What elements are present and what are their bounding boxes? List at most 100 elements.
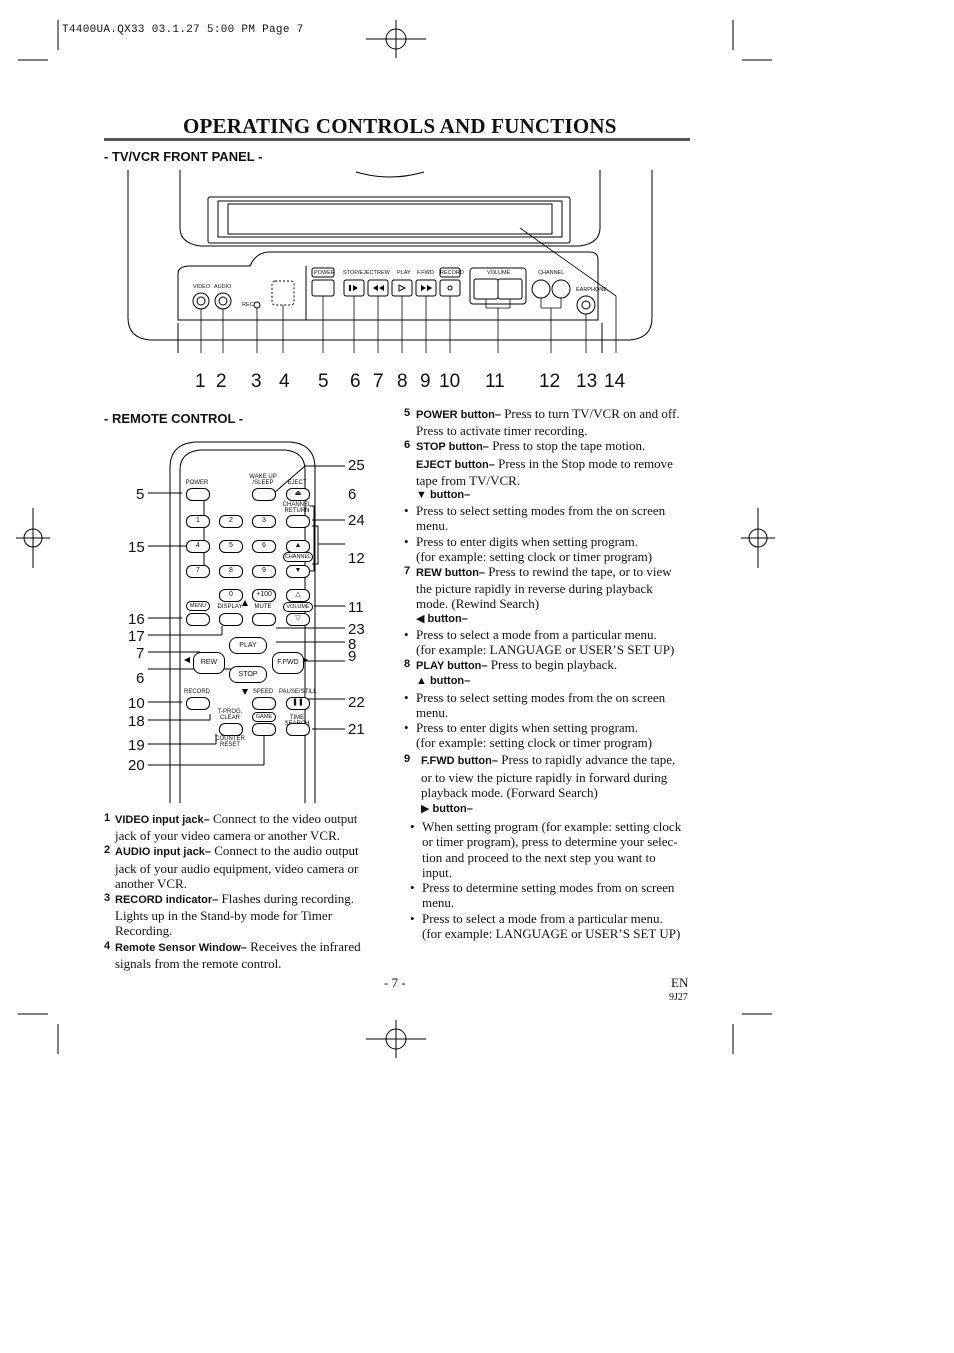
bullet: Press to select setting modes from the o… (404, 690, 694, 720)
item-6-num: 6 (404, 439, 411, 452)
rc-right-12: 12 (348, 550, 365, 567)
doc-code: 9J27 (669, 992, 688, 1003)
fp-callout-9: 9 (420, 371, 431, 392)
remote-return-button[interactable] (286, 515, 310, 528)
item-2-line: another VCR. (115, 875, 187, 891)
fp-callout-10: 10 (439, 371, 461, 392)
bullet: Press to determine setting modes from on… (410, 880, 694, 910)
page-number: - 7 - (384, 975, 406, 990)
item-2-num: 2 (104, 844, 111, 857)
rc-left-16: 16 (128, 611, 145, 628)
item-7-label: REW button– (416, 567, 486, 580)
remote-channel-down-button[interactable]: ▼ (286, 565, 310, 578)
bullet-text: Press to determine setting modes from on… (422, 880, 675, 896)
remote-record-button[interactable] (186, 697, 210, 710)
remote-rew-button[interactable]: REW (193, 652, 225, 674)
rc-left-6: 6 (136, 670, 145, 687)
bullet: Press to enter digits when setting progr… (404, 534, 694, 564)
remote-key-1[interactable]: 1 (186, 515, 210, 528)
eject-label: EJECT button– (416, 458, 495, 471)
remote-key-9[interactable]: 9 (252, 565, 276, 578)
bullet-text: Press to select a mode from a particular… (422, 910, 663, 926)
fp-power-label: POWER (314, 270, 335, 276)
remote-sleep-button[interactable] (252, 488, 276, 501)
channel-text: CHANNEL (282, 502, 312, 508)
remote-display-button[interactable] (219, 613, 243, 626)
item-5-label: POWER button– (416, 409, 501, 421)
bullet-text: (for example: LANGUAGE or USER’S SET UP) (422, 925, 681, 941)
bullet: Press to select a mode from a particular… (410, 911, 694, 941)
remote-timesearch-button[interactable] (286, 723, 310, 736)
remote-game-button[interactable] (252, 723, 276, 736)
remote-stop-button[interactable]: STOP (229, 666, 267, 683)
remote-tprog-button[interactable] (219, 723, 243, 736)
bullet-text: menu. (416, 704, 449, 720)
remote-power-button[interactable] (186, 488, 210, 501)
language-code: EN (671, 975, 689, 990)
item-9-line: or to view the picture rapidly in forwar… (421, 769, 668, 785)
bullet-text: (for example: setting clock or timer pro… (416, 548, 653, 564)
item-4-line: signals from the remote control. (115, 955, 282, 971)
item-3-label: RECORD indicator– (115, 894, 219, 907)
item-9-bullets: When setting program (for example: setti… (404, 819, 694, 941)
remote-key-5[interactable]: 5 (219, 540, 243, 553)
remote-key-8[interactable]: 8 (219, 565, 243, 578)
remote-mute-button[interactable] (252, 613, 276, 626)
remote-volume-down-button[interactable]: ▽ (286, 613, 310, 626)
item-1: 1 VIDEO input jack– Connect to the video… (104, 811, 380, 843)
item-9-num: 9 (404, 753, 411, 766)
remote-eject-button[interactable]: ⏏ (286, 488, 310, 501)
rc-left-15: 15 (128, 539, 145, 556)
remote-key-2[interactable]: 2 (219, 515, 243, 528)
rc-left-18: 18 (128, 713, 145, 730)
rc-left-5: 5 (136, 486, 145, 503)
bullet-text: or timer program), press to determine yo… (422, 834, 678, 850)
item-4-num: 4 (104, 939, 111, 952)
bullet-text: menu. (416, 518, 449, 534)
rc-left-17: 17 (128, 628, 145, 645)
clear-text: CLEAR (219, 715, 240, 722)
remote-key-4[interactable]: 4 (186, 540, 210, 553)
item-6: 6 STOP button– Press to stop the tape mo… (404, 438, 694, 503)
sleep-text: /SLEEP (252, 480, 274, 487)
remote-key-6[interactable]: 6 (252, 540, 276, 553)
remote-speed-button[interactable] (252, 697, 276, 710)
item-2-line: jack of your audio equipment, video came… (115, 860, 359, 876)
bullet-text: Press to select setting modes from the o… (416, 503, 666, 519)
bullet: Press to enter digits when setting progr… (404, 720, 694, 750)
page-title: OPERATING CONTROLS AND FUNCTIONS (183, 114, 617, 138)
item-5-num: 5 (404, 407, 411, 419)
remote-menu-button[interactable] (186, 613, 210, 626)
item-3-line: Lights up in the Stand-by mode for Timer (115, 908, 333, 924)
item-3-text: Flashes during recording. (221, 891, 355, 907)
remote-pause-button[interactable]: ❚❚ (286, 697, 310, 710)
remote-ffwd-button[interactable]: F.FWD (272, 652, 304, 674)
item-8-text: Press to begin playback. (490, 657, 618, 673)
remote-volume-up-button[interactable]: △ (286, 589, 310, 602)
rc-left-20: 20 (128, 757, 145, 774)
remote-key-7[interactable]: 7 (186, 565, 210, 578)
remote-diagram (148, 441, 345, 803)
counter-text: COUNTER (215, 736, 245, 742)
bullet: Press to select a mode from a particular… (404, 627, 694, 657)
t-prog-text: T-PROG. (217, 709, 243, 715)
rc-right-23: 23 (348, 621, 365, 638)
remote-wakeup-label: WAKE UP/SLEEP (246, 474, 280, 487)
fp-rew-label: REW (377, 270, 390, 276)
item-7: 7 REW button– Press to rewind the tape, … (404, 564, 694, 627)
remote-play-button[interactable]: PLAY (229, 637, 267, 654)
item-7-num: 7 (404, 565, 411, 578)
item-6-text: Press to stop the tape motion. (492, 438, 646, 454)
fp-callout-14: 14 (604, 371, 626, 392)
fp-callout-6: 6 (350, 371, 361, 392)
remote-menu-oval: MENU (186, 601, 210, 611)
remote-key-0[interactable]: 0 (219, 589, 243, 602)
item-1-text: Connect to the video output (213, 811, 358, 826)
fp-callout-1: 1 (195, 371, 206, 392)
item-2-text: Connect to the audio output (214, 843, 359, 859)
remote-key-3[interactable]: 3 (252, 515, 276, 528)
remote-key-100[interactable]: +100 (252, 589, 276, 602)
remote-display-label: DISPLAY (217, 604, 243, 610)
